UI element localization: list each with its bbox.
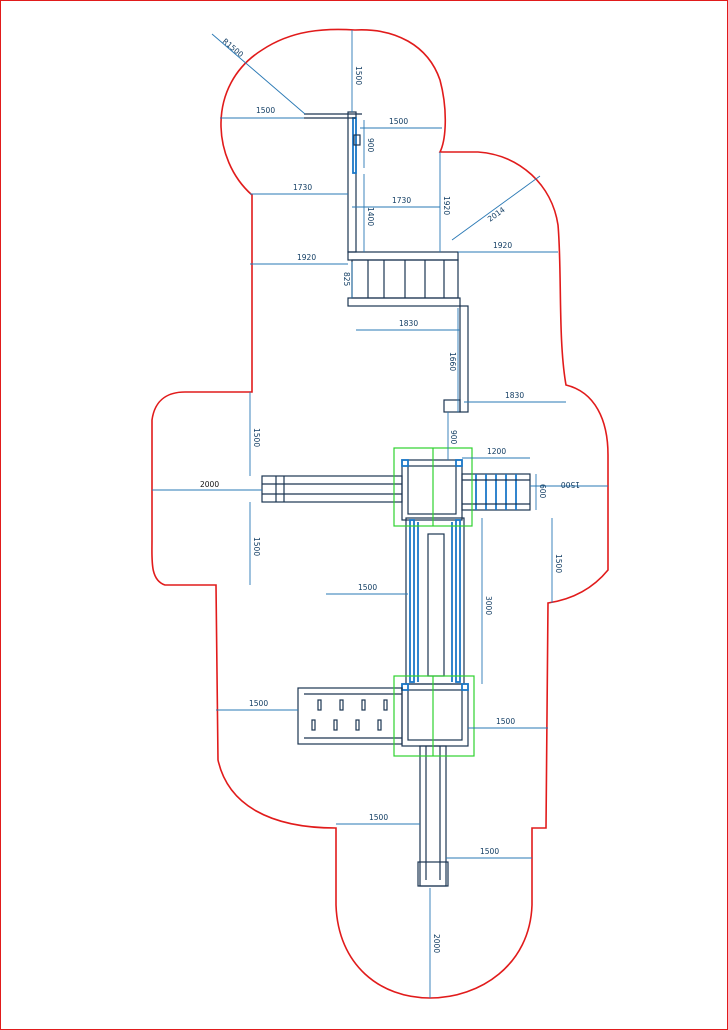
dim-1660-label: 1660 (448, 352, 457, 371)
lower-platform-post-tr (461, 683, 469, 691)
dimension-lines (152, 30, 608, 998)
bridge-rail-2 (443, 399, 461, 413)
dim-900-mid-label: 900 (449, 430, 458, 445)
dim-1500-bottom-right-label: 1500 (480, 847, 499, 856)
dim-line-radius (211, 33, 306, 115)
dim-1920-left-label: 1920 (297, 253, 316, 262)
dimension-labels: R1500 1500 1500 1500 900 1730 1730 1400 … (200, 37, 580, 954)
dim-1500-bench-label: 1500 (249, 699, 268, 708)
safety-zone-outline (151, 28, 609, 999)
climb-hold (383, 699, 388, 711)
upper-platform-inner (407, 465, 457, 515)
climb-hold (339, 699, 344, 711)
dim-1500-right-v-label: 1500 (554, 554, 563, 573)
dim-2014-label: 2014 (486, 205, 507, 224)
dim-1500-left-up-label: 1500 (252, 428, 261, 447)
dim-1500-bottom-left-label: 1500 (369, 813, 388, 822)
dim-1730-mid-label: 1730 (392, 196, 411, 205)
dim-top-left-label: 1500 (256, 106, 275, 115)
climb-hold (355, 719, 360, 731)
central-bridge-rail-left (409, 519, 415, 683)
top-tower-post (347, 111, 357, 253)
upper-platform-post-tr (455, 459, 463, 467)
dim-825-label: 825 (342, 272, 351, 287)
dim-600-label: 600 (538, 484, 547, 499)
top-deck (347, 251, 459, 261)
climb-hold (333, 719, 338, 731)
lower-platform (401, 683, 469, 747)
dim-1920-right-label: 1920 (493, 241, 512, 250)
climb-hold (317, 699, 322, 711)
dim-2000-left-label: 2000 (200, 480, 219, 489)
dim-1200-label: 1200 (487, 447, 506, 456)
upper-platform-post-tl (401, 459, 409, 467)
dim-2000-bottom-label: 2000 (432, 934, 441, 953)
climb-hold (377, 719, 382, 731)
central-bridge-rail-right (455, 519, 461, 683)
left-walkway (261, 475, 403, 503)
top-tower-stub (353, 134, 361, 146)
lower-platform-post-tl (401, 683, 409, 691)
dim-top-v-label: 1500 (354, 66, 363, 85)
bridge-rail (459, 305, 469, 413)
dim-1500-right-low-label: 1500 (496, 717, 515, 726)
dim-1830-top-label: 1830 (399, 319, 418, 328)
dim-900-top-label: 900 (366, 138, 375, 153)
dim-1500-right-h-label: 1500 (561, 480, 580, 489)
dim-1500-left-down-label: 1500 (252, 537, 261, 556)
dim-1730-left-label: 1730 (293, 183, 312, 192)
lower-platform-frame (393, 675, 475, 757)
dim-top-right-label: 1500 (389, 117, 408, 126)
dim-radius-label: R1500 (221, 37, 246, 60)
climb-hold (361, 699, 366, 711)
bottom-slide-end (417, 861, 449, 887)
lower-platform-inner (407, 689, 463, 741)
top-deck-bottom (347, 297, 461, 307)
bottom-slide (419, 745, 447, 887)
dim-1830-right-label: 1830 (505, 391, 524, 400)
dim-1920-vert-label: 1920 (442, 196, 451, 215)
left-climbing-wall (297, 687, 403, 745)
upper-platform (401, 459, 463, 521)
climb-hold (311, 719, 316, 731)
dim-line-2014 (451, 175, 541, 241)
dim-1400-label: 1400 (366, 207, 375, 226)
central-bridge-deck (427, 533, 445, 677)
dim-3000-label: 3000 (484, 596, 493, 615)
dim-1500-mid-label: 1500 (358, 583, 377, 592)
